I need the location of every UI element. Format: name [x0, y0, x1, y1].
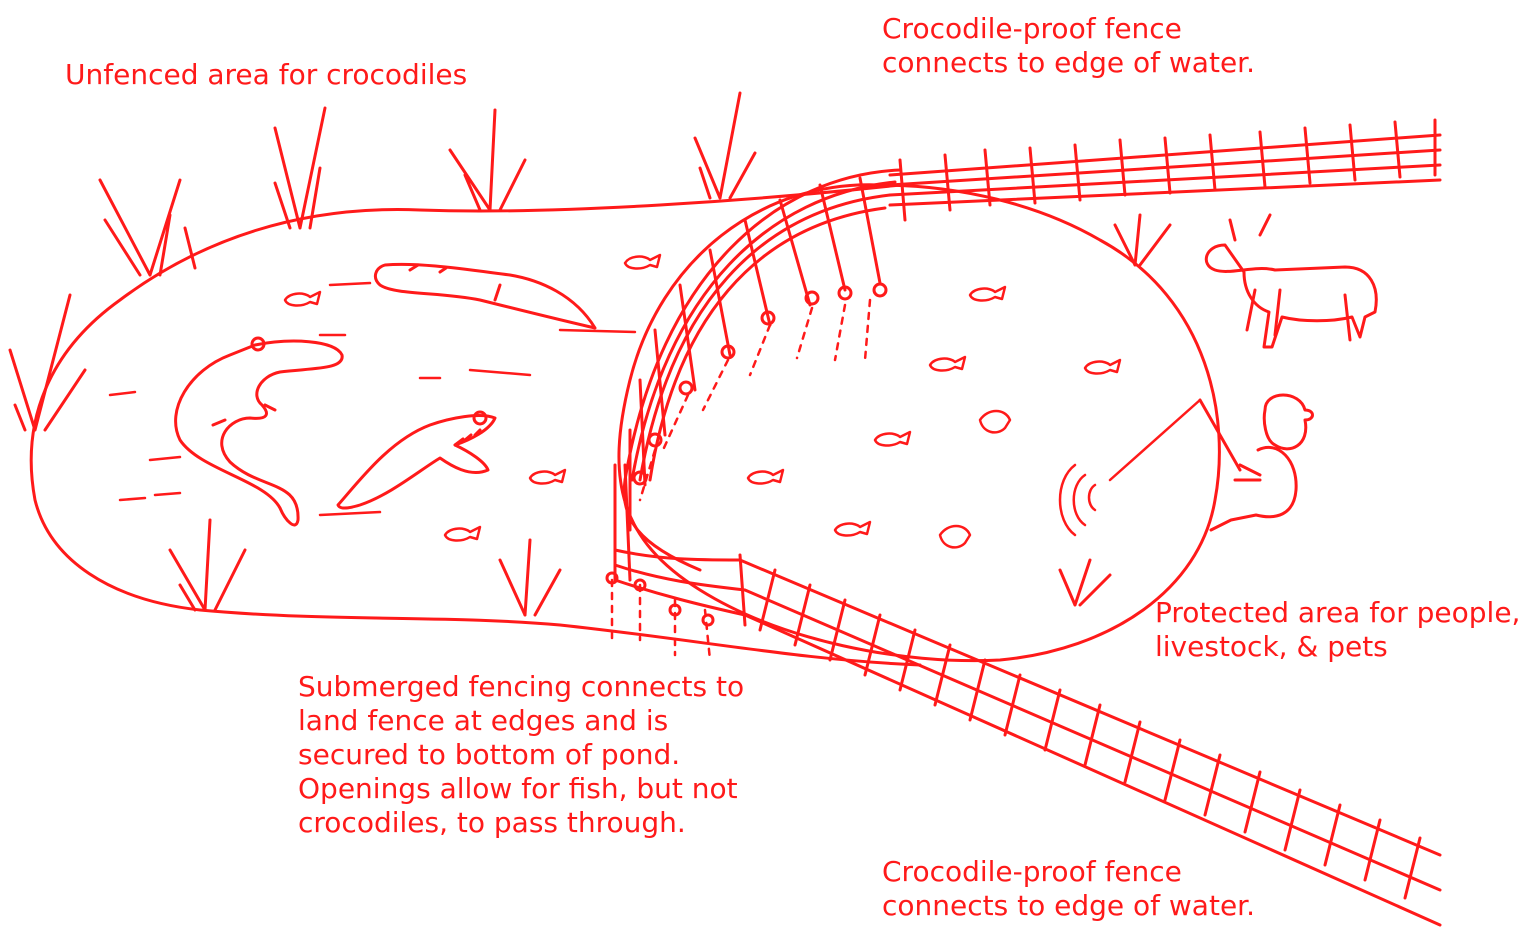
fisherman-icon [1060, 395, 1313, 535]
fence-bottom-line-2: connects to edge of water. [882, 889, 1255, 923]
protected-line-2: livestock, & pets [1155, 630, 1520, 664]
unfenced-area-text: Unfenced area for crocodiles [65, 58, 467, 92]
fence-icon [890, 120, 1440, 220]
fence-bottom-label: Crocodile-proof fence connects to edge o… [882, 855, 1255, 923]
fence-bottom-line-1: Crocodile-proof fence [882, 855, 1255, 889]
submerged-line-1: Submerged fencing connects to [298, 670, 744, 704]
submerged-line-5: crocodiles, to pass through. [298, 806, 744, 840]
fence-top-line-2: connects to edge of water. [882, 46, 1255, 80]
submerged-line-2: land fence at edges and is [298, 704, 744, 738]
fence-top-label: Crocodile-proof fence connects to edge o… [882, 12, 1255, 80]
crocodile-icon [375, 264, 595, 328]
crocodile-icon [338, 412, 495, 508]
protected-line-1: Protected area for people, [1155, 596, 1520, 630]
fish-icon [748, 287, 1120, 547]
protected-area-label: Protected area for people, livestock, & … [1155, 596, 1520, 664]
submerged-fence-label: Submerged fencing connects to land fence… [298, 670, 744, 840]
submerged-line-3: secured to bottom of pond. [298, 738, 744, 772]
fence-top-line-1: Crocodile-proof fence [882, 12, 1255, 46]
submerged-line-4: Openings allow for fish, but not [298, 772, 744, 806]
crocodile-icon [176, 338, 343, 525]
unfenced-area-label: Unfenced area for crocodiles [65, 58, 467, 92]
grass-icon [10, 93, 1170, 615]
unfenced-pond-outline [31, 185, 920, 665]
cow-icon [1206, 215, 1376, 347]
fence-icon [615, 170, 900, 580]
